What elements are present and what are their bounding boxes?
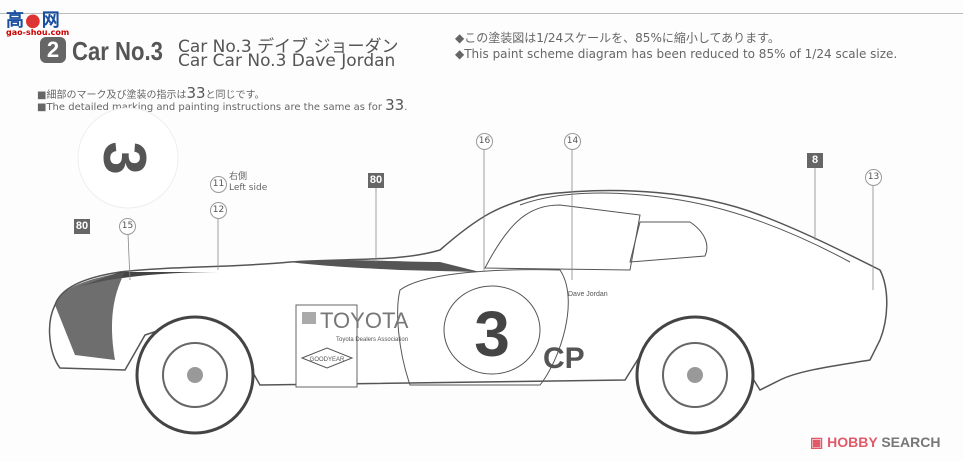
callout-80-nose: 80 xyxy=(74,219,90,234)
note-jp: ■細部のマーク及び塗装の指示は33と同じです。 xyxy=(37,84,265,102)
hood-number-roundel xyxy=(77,107,179,209)
toyota-sub-decal: Toyota Dealers Association xyxy=(336,337,408,343)
hobby-search-logo: ▣ HOBBY SEARCH xyxy=(810,434,941,450)
scale-note-en: ◆This paint scheme diagram has been redu… xyxy=(455,47,898,61)
page-title: Car No.3 xyxy=(72,36,163,66)
scale-note-jp: ◆この塗装図は1/24スケールを、85%に縮小してあります。 xyxy=(455,31,780,45)
rear-wheel xyxy=(635,315,755,435)
hood-number: 3 xyxy=(91,141,158,174)
note-en: ■The detailed marking and painting instr… xyxy=(37,96,408,114)
callout-13: 13 xyxy=(865,169,882,186)
callout-8: 8 xyxy=(807,153,823,168)
door-number: 3 xyxy=(474,298,510,370)
door-number-roundel xyxy=(443,285,541,375)
callout-14: 14 xyxy=(564,133,581,150)
class-decal: CP xyxy=(543,342,585,375)
nose-stripe xyxy=(55,272,125,360)
callout-15: 15 xyxy=(119,218,136,235)
front-wheel xyxy=(135,315,255,435)
goodyear-decal: GOODYEAR xyxy=(310,357,345,363)
watermark-logo: 高●网 xyxy=(6,10,61,31)
callout-12: 12 xyxy=(210,202,227,219)
step-number: 2 xyxy=(40,37,66,63)
callout-80-hood: 80 xyxy=(368,173,384,188)
car-body-outline xyxy=(48,189,888,391)
sponsor-panel xyxy=(295,304,358,388)
callout-11: 11 xyxy=(210,176,227,193)
subtitle-jp: Car No.3 デイブ ジョーダン xyxy=(178,37,399,57)
toyota-decal: TOYOTA xyxy=(320,308,409,333)
hood-stripe xyxy=(290,260,480,272)
subtitle-en: Car Car No.3 Dave Jordan xyxy=(178,51,396,71)
divider xyxy=(0,13,963,14)
driver-name-decal: Dave Jordan xyxy=(568,291,608,298)
watermark-url: gao-shou.com xyxy=(6,28,70,37)
callout-16: 16 xyxy=(476,133,493,150)
